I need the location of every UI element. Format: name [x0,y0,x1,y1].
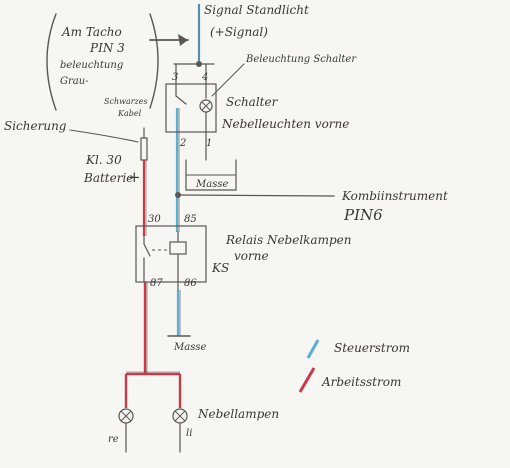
cluster-label: Kombiinstrument [341,189,448,203]
fuse-pointer [69,129,139,143]
switch-ground: Masse [185,159,237,191]
battery-plus: + [128,168,141,186]
tacho-note: Am Tacho PIN 3 beleuchtung Grau- Schwarz… [46,13,189,118]
tacho-line-4: Grau- [60,76,89,87]
cluster-wire [177,194,335,197]
switch-ground-label: Masse [195,179,228,190]
legend-working-swatch [298,367,316,393]
fog-lamps: re li [108,408,192,453]
relay-ground-label: Masse [173,342,206,353]
battery-label-2: Batterie [83,171,133,185]
legend-working-label: Arbeitsstrom [321,375,401,389]
cluster-pin-label: PIN6 [343,206,383,224]
legend-control-swatch [306,339,320,359]
switch-contact [175,95,187,105]
tacho-line-2: PIN 3 [89,41,125,55]
right-bracket [149,13,159,109]
relay-contact [143,243,151,257]
fuse: Sicherung [4,119,148,161]
relay-coil [169,241,187,255]
pin-86: 86 [184,278,197,289]
tacho-arrow-head [178,34,188,46]
switch-box [165,83,217,133]
fuse-label: Sicherung [4,119,67,133]
switch-name-2: Nebelleuchten vorne [221,117,349,131]
tacho-line-6: Kabel [117,109,142,118]
tacho-line-5: Schwarzes [104,97,148,106]
tacho-line-1: Am Tacho [61,25,122,39]
tacho-line-3: beleuchtung [60,60,123,71]
lamps-label: Nebellampen [197,407,279,421]
fog-switch: 3 4 2 1 [165,63,217,161]
switch-light-pointer [211,63,245,97]
fuse-box [140,137,148,161]
fog-relay: 30 85 87 86 [135,214,207,291]
pin-3: 3 [172,72,178,83]
pin-1: 1 [206,138,212,149]
switch-light-label: Beleuchtung Schalter [245,54,357,65]
relay-name-2: vorne [234,249,269,263]
switch-name-1: Schalter [226,95,279,109]
working-wires [124,160,182,408]
pin-2: 2 [179,138,186,149]
control-wires [175,4,201,336]
legend: Steuerstrom Arbeitsstrom [298,339,410,393]
pin-30: 30 [148,214,161,225]
lamp-right-label: re [108,434,119,445]
pin-85: 85 [184,214,197,225]
battery-label-1: Kl. 30 [85,153,122,167]
pin-87: 87 [150,278,163,289]
relay-name-1: Relais Nebelkampen [225,233,351,247]
relay-box [135,225,207,283]
signal-label: Signal Standlicht [204,3,309,17]
pin-4: 4 [201,72,208,83]
legend-control-label: Steuerstrom [334,341,410,355]
left-bracket [46,13,57,111]
lamp-left-label: li [186,428,192,439]
signal-sub-label: (+Signal) [210,25,268,39]
relay-code: KS [211,261,229,275]
